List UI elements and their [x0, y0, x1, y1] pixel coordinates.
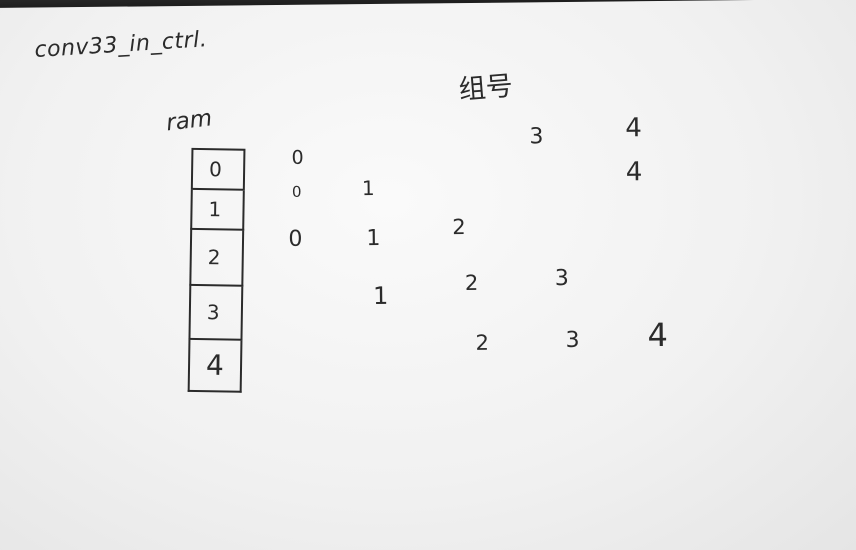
grid-number: 1 — [361, 175, 375, 201]
ram-cell: 4 — [187, 339, 243, 393]
grid-number: 3 — [554, 265, 569, 292]
handwritten-title: conv33_in_ctrl. — [33, 27, 208, 64]
grid-number: 4 — [647, 315, 669, 355]
grid-number: 0 — [291, 146, 304, 169]
grid-number: 3 — [529, 124, 544, 150]
grid-number: 4 — [625, 113, 642, 144]
grid-number: 2 — [452, 215, 466, 240]
grid-number: 1 — [366, 225, 381, 252]
grid-number: 1 — [372, 281, 389, 311]
group-number-heading: 组号 — [457, 70, 515, 106]
grid-number: 2 — [464, 270, 479, 296]
ram-label: ram — [164, 105, 214, 137]
grid-number: 4 — [625, 157, 643, 188]
grid-number: 3 — [565, 327, 580, 353]
ram-cell: 0 — [190, 147, 246, 191]
ram-cell: 1 — [190, 189, 245, 231]
ram-column: 0 1 2 3 4 — [187, 147, 246, 393]
ram-cell: 2 — [189, 229, 245, 287]
grid-number: 0 — [291, 182, 302, 201]
grid-number: 0 — [288, 226, 303, 252]
grid-number: 2 — [475, 330, 490, 355]
ram-cell: 3 — [188, 285, 244, 341]
